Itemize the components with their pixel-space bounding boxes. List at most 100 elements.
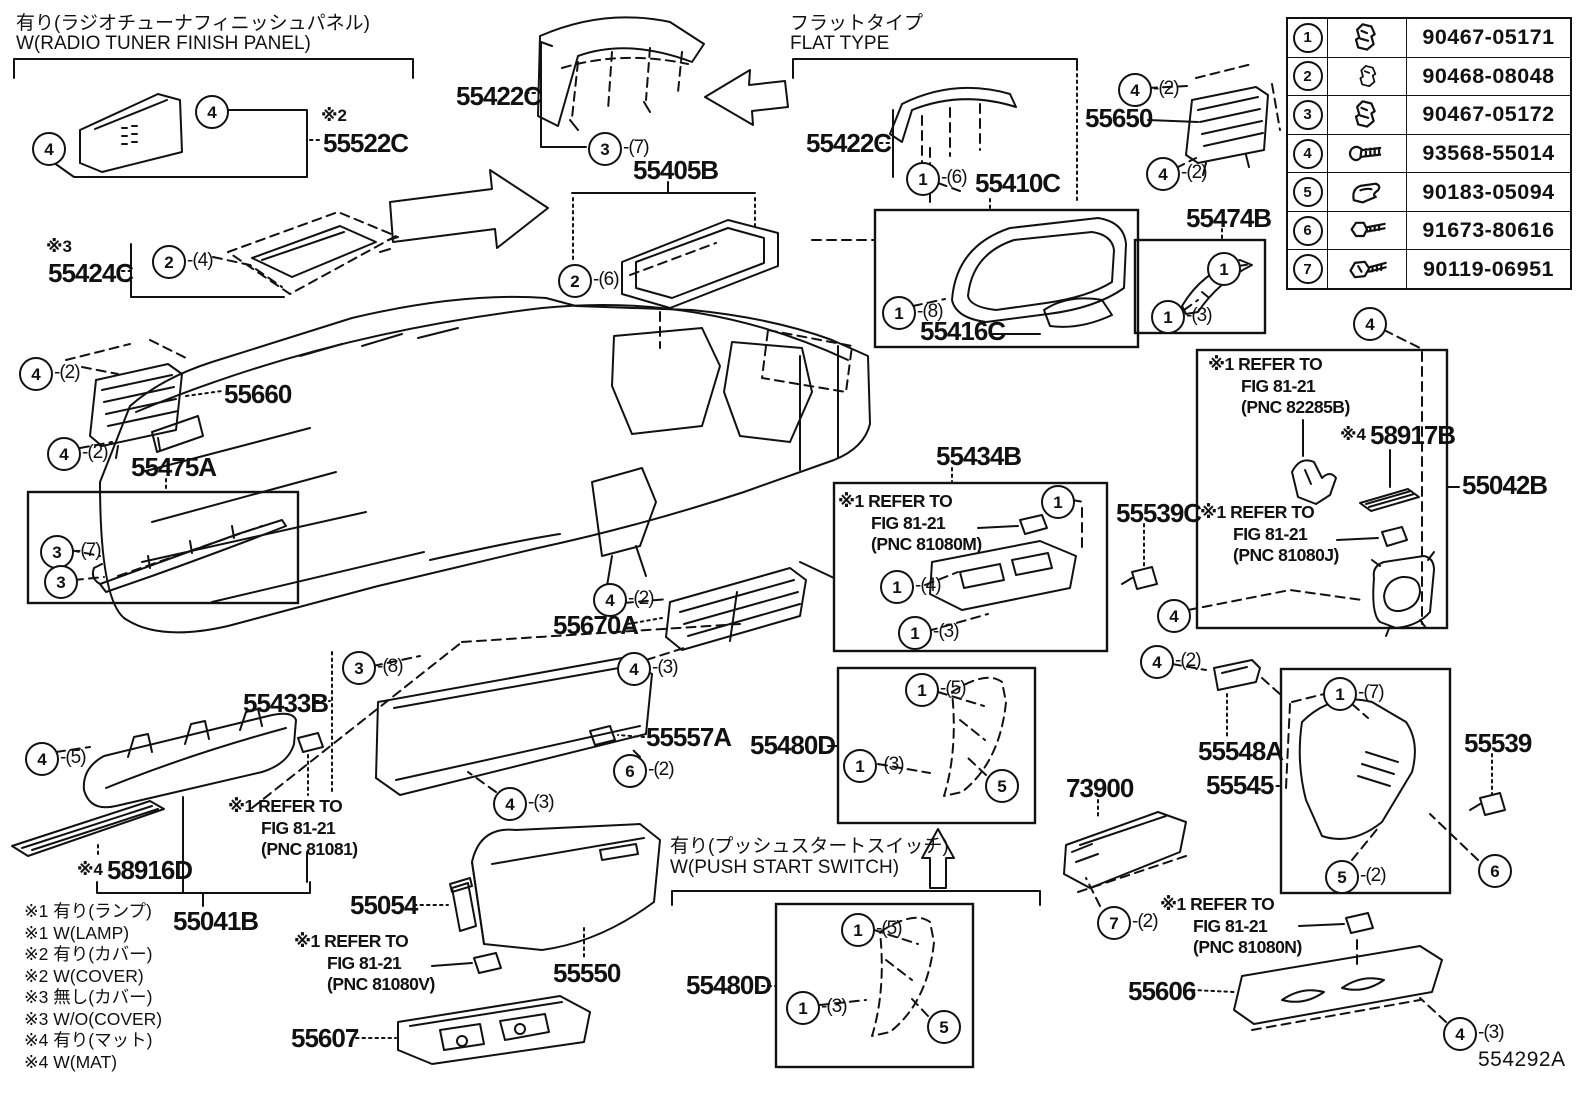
sketch-55405B [621, 219, 779, 309]
callout-6-(2): 6-(2) [613, 754, 675, 788]
part-label-55474B: 55474B [1186, 203, 1272, 233]
sketch-55650-register [1185, 63, 1281, 176]
part-label-55539: 55539 [1464, 728, 1532, 758]
callout-1-(5): 1-(5) [905, 673, 967, 707]
sketch-55539-clip [1469, 792, 1506, 816]
section-title-push-start-en: W(PUSH START SWITCH) [670, 857, 900, 878]
part-label-55422C: 55422C [806, 128, 892, 158]
screw-icon [1328, 134, 1407, 173]
fastener-number-badge: 3 [1288, 96, 1328, 134]
sketch-55434B-unit [929, 514, 1077, 611]
fastener-number-badge: 6 [1288, 211, 1328, 250]
section-title-flat-type-jp: フラットタイプ [790, 13, 924, 34]
legend-note: ※2 W(COVER) [24, 965, 144, 986]
group-box-55410C [873, 208, 1140, 349]
part-label-55670A: 55670A [553, 610, 639, 640]
callout-2-(4): 2-(4) [152, 245, 214, 279]
bolt-icon [1328, 211, 1407, 250]
fastener-number-badge: 5 [1288, 173, 1328, 211]
sketch-55660-register [65, 339, 187, 459]
sketch-instrument-panel [99, 295, 871, 634]
section-title-flat-type-en: FLAT TYPE [790, 33, 890, 54]
sketch-55475A-molding [91, 519, 287, 593]
callout-1-(3): 1-(3) [898, 616, 960, 650]
legend-note: ※4 W(MAT) [24, 1051, 118, 1072]
sketch-radio-tuner-panel-55522C [79, 93, 183, 173]
callout-4-(2): 4-(2) [47, 437, 109, 471]
arrow-up-icon [921, 828, 955, 889]
sketch-55054-damper [449, 877, 477, 932]
callout-4-(3): 4-(3) [493, 787, 555, 821]
callout-6: 6 [1478, 854, 1512, 888]
part-label-55433B: 55433B [243, 688, 329, 718]
sketch-55416C [1043, 297, 1113, 328]
callout-4-(2): 4-(2) [593, 583, 655, 617]
sketch-55607-tray [397, 995, 591, 1065]
callout-3-(7): 3-(7) [588, 132, 650, 166]
callout-1-(3): 1-(3) [786, 991, 848, 1025]
callout-5: 5 [927, 1010, 961, 1044]
group-box-55042B [1195, 348, 1449, 630]
callout-1-(7): 1-(7) [1323, 677, 1385, 711]
part-label-note-mark: ※2 [321, 106, 347, 125]
legend-note: ※3 無し(カバー) [24, 987, 153, 1007]
callout-5-(2): 5-(2) [1325, 860, 1387, 894]
part-label-55041B: 55041B [173, 906, 259, 936]
clip-icon [1328, 96, 1407, 134]
arrow-left-icon [704, 69, 789, 126]
sketch-55422C-flat [889, 86, 1017, 163]
callout-3: 3 [44, 565, 78, 599]
bolt-icon [1328, 250, 1407, 289]
arrows [389, 69, 955, 889]
fastener-number-badge: 2 [1288, 57, 1328, 96]
fastener-number-badge: 7 [1288, 250, 1328, 289]
part-label-55606: 55606 [1128, 976, 1196, 1006]
callout-5: 5 [985, 769, 1019, 803]
section-title-radio-tuner-en: W(RADIO TUNER FINISH PANEL) [16, 33, 311, 54]
part-label-55545: 55545 [1206, 770, 1274, 800]
callout-7-(2): 7-(2) [1097, 906, 1159, 940]
callout-4-(2): 4-(2) [19, 357, 81, 391]
callout-4-(2): 4-(2) [1118, 73, 1180, 107]
legend-note: ※1 有り(ランプ) [24, 901, 152, 921]
sketch-55670A-register [665, 567, 807, 651]
legend-note: ※3 W/O(COVER) [24, 1008, 163, 1029]
callout-4: 4 [195, 95, 229, 129]
clip-icon [1328, 19, 1407, 57]
legend-note: ※2 有り(カバー) [24, 944, 153, 964]
sketch-58917B-mat [1359, 488, 1420, 512]
part-label-note-mark: ※3 [46, 237, 72, 256]
group-boxes [26, 208, 1452, 1069]
part-label-55480D: 55480D [686, 970, 772, 1000]
bracket-flat-type [792, 58, 1078, 79]
group-box-55474B [1133, 238, 1267, 335]
section-title-radio-tuner-jp: 有り(ラジオチューナフィニッシュパネル) [16, 13, 370, 34]
callout-1-(5): 1-(5) [841, 913, 903, 947]
callout-4-(2): 4-(2) [1140, 645, 1202, 679]
sketch-55545-panel [1285, 689, 1416, 840]
part-label-55410C: 55410C [975, 168, 1061, 198]
part-label-55557A: 55557A [646, 722, 732, 752]
callout-1-(4): 1-(4) [880, 570, 942, 604]
sketch-meter-hood-55410C [951, 217, 1127, 328]
section-brackets [13, 58, 1078, 907]
fastener-part-number: 91673-80616 [1422, 218, 1555, 243]
arrow-right-icon [389, 169, 549, 249]
sketch-55042B-contents [1291, 459, 1435, 637]
fastener-part-number: 90468-08048 [1422, 63, 1555, 88]
fastener-part-number: 90183-05094 [1422, 179, 1555, 204]
fastener-part-number: 93568-55014 [1422, 141, 1555, 166]
sketch-58916D-mat [11, 800, 165, 857]
part-label-55405B: 55405B [633, 155, 719, 185]
